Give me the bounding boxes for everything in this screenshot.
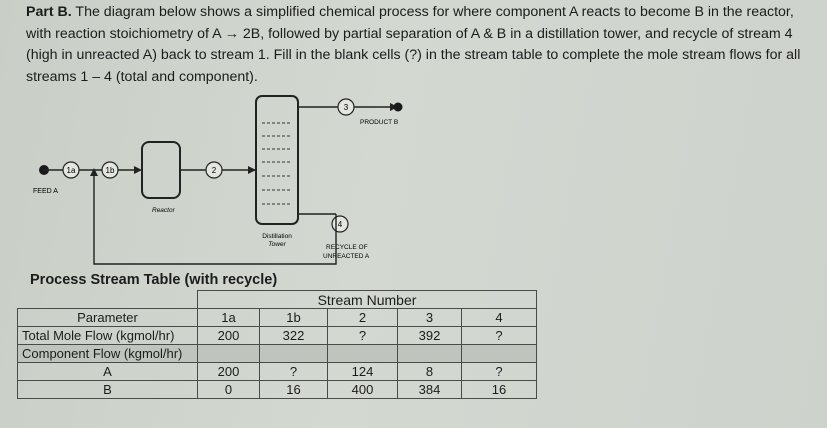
reactor-label: Reactor: [152, 207, 176, 214]
table-cell: 16: [461, 380, 537, 399]
stream-table: Stream Number Parameter 1a 1b 2 3 4 Tota…: [17, 290, 537, 399]
parameter-header: Parameter: [17, 308, 198, 327]
stream-id: 3: [397, 308, 462, 327]
stream-tag-3-label: 3: [344, 103, 349, 112]
stream-tag-3: [337, 98, 355, 116]
tower-trays: [262, 122, 292, 205]
table-cell: ?: [327, 326, 398, 345]
stream-tag-2: [205, 161, 223, 179]
table-cell: [461, 344, 537, 363]
stream-table-title: Process Stream Table (with recycle): [30, 272, 278, 288]
part-label: Part B.: [26, 4, 72, 20]
stream-id: 1a: [197, 308, 260, 327]
table-cell: 200: [197, 362, 260, 381]
table-cell: 16: [259, 380, 328, 399]
table-cell: 124: [327, 362, 398, 381]
table-cell: ?: [461, 362, 537, 381]
problem-statement: Part B. The diagram below shows a simpli…: [26, 2, 816, 88]
tower-label-line2: Tower: [268, 241, 286, 248]
stream-id: 1b: [259, 308, 328, 327]
stream-id: 4: [461, 308, 537, 327]
stream-tag-1b-label: 1b: [106, 166, 115, 175]
table-cell: 8: [397, 362, 462, 381]
stream-2-arrowhead: [248, 166, 256, 174]
feed-arrowhead: [134, 166, 142, 174]
product-label: PRODUCT B: [360, 119, 398, 126]
stream-id: 2: [327, 308, 398, 327]
row-label: Total Mole Flow (kgmol/hr): [17, 326, 198, 345]
feed-label: FEED A: [33, 188, 58, 195]
table-cell: [397, 344, 462, 363]
table-row-component-a: A 200 ? 124 8 ?: [17, 362, 537, 381]
stream-tag-2-label: 2: [212, 166, 217, 175]
stream-tag-1b: [101, 161, 119, 179]
table-cell: 392: [397, 326, 462, 345]
table-cell: ?: [259, 362, 328, 381]
recycle-label-line2: UNREACTED A: [323, 253, 370, 260]
row-label: B: [17, 380, 198, 399]
table-cell: 400: [327, 380, 398, 399]
stream-number-header: Stream Number: [197, 290, 537, 309]
distillation-tower: [255, 95, 299, 225]
stream-tag-4-label: 4: [338, 220, 343, 229]
table-cell: ?: [461, 326, 537, 345]
table-cell: [259, 344, 328, 363]
recycle-join-arrowhead: [90, 168, 98, 176]
recycle-line: [93, 176, 337, 265]
row-label: Component Flow (kgmol/hr): [17, 344, 198, 363]
recycle-label-line1: RECYCLE OF: [326, 244, 368, 251]
table-cell: 200: [197, 326, 260, 345]
table-cell: 322: [259, 326, 328, 345]
stream-id-row: Parameter 1a 1b 2 3 4: [17, 308, 537, 327]
table-row-component-flow: Component Flow (kgmol/hr): [17, 344, 537, 363]
stream-tag-1a: [62, 161, 80, 179]
reactor-vessel: [141, 141, 181, 199]
table-cell: [197, 344, 260, 363]
table-cell: [327, 344, 398, 363]
table-row-total-flow: Total Mole Flow (kgmol/hr) 200 322 ? 392…: [17, 326, 537, 345]
table-row-component-b: B 0 16 400 384 16: [17, 380, 537, 399]
product-endpoint-dot: [393, 102, 403, 112]
tower-label-line1: Distillation: [262, 233, 292, 240]
stream-tag-1a-label: 1a: [67, 166, 76, 175]
table-cell: 0: [197, 380, 260, 399]
stream-number-header-row: Stream Number: [18, 290, 537, 309]
row-label: A: [17, 362, 198, 381]
problem-text: The diagram below shows a simplified che…: [26, 4, 801, 85]
blank-corner: [18, 291, 198, 309]
table-cell: 384: [397, 380, 462, 399]
